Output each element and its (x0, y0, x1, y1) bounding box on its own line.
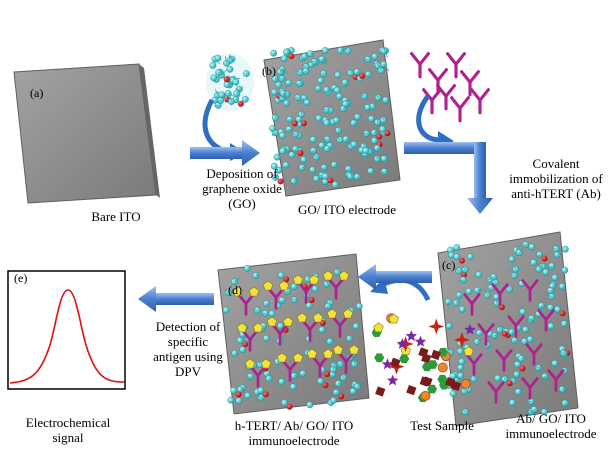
arrow-c-to-d (358, 264, 432, 290)
curved-arrow-ab (416, 94, 441, 143)
step-tag-a: (a) (30, 86, 44, 100)
label-detection-dpv: Detection of specific antigen using DPV (153, 319, 223, 379)
label-bare-ito: Bare ITO (91, 209, 141, 224)
label-htert-ab-go-ito: h-TERT/ Ab/ GO/ ITO immunoelectrode (234, 418, 354, 448)
label-test-sample: Test Sample (410, 418, 474, 433)
step-tag-b: (b) (262, 64, 276, 78)
label-go-ito-electrode: GO/ ITO electrode (298, 202, 396, 217)
htert-ab-go-ito-plate (217, 253, 370, 415)
bare-ito-plate (13, 63, 160, 204)
label-electrochemical-signal: Electrochemical signal (25, 415, 111, 445)
step-tag-e: (e) (14, 271, 28, 285)
label-deposition-go: Deposition of graphene oxide (GO) (202, 166, 282, 211)
label-covalent-immobilization: Covalent immobilization of anti-hTERT (A… (509, 156, 603, 201)
dpv-signal-plot (7, 270, 126, 390)
dpv-peak-curve (9, 289, 125, 384)
test-sample-molecules (371, 313, 476, 403)
ab-go-ito-plate (437, 231, 579, 427)
go-ito-plate (263, 39, 401, 197)
curved-arrow-sample (378, 277, 431, 302)
arrow-b-to-c (404, 142, 493, 214)
graphene-oxide-layer (269, 46, 391, 189)
label-ab-go-ito: Ab/ GO/ ITO immunoelectrode (505, 411, 597, 441)
step-tag-c: (c) (442, 258, 456, 272)
step-tag-d: (d) (228, 283, 242, 297)
graphene-oxide-flake (206, 53, 254, 111)
arrow-a-to-b (190, 140, 260, 166)
free-antibodies (410, 52, 490, 123)
arrow-d-to-e (138, 286, 214, 312)
